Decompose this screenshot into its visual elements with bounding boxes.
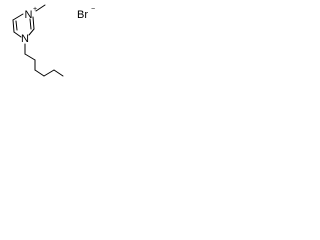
- bromide-charge: −: [91, 6, 95, 13]
- bond-ca-cb: [24, 53, 36, 61]
- bond-c5-n1: [13, 31, 22, 38]
- bond-n3-methyl: [35, 4, 46, 12]
- atom-n3-charge: +: [33, 6, 37, 13]
- molecule-drawing: N + N Br −: [12, 4, 95, 77]
- bond-n3-c2-double: [29, 18, 32, 30]
- bond-n3-c2: [32, 16, 35, 30]
- bonds: [12, 4, 64, 77]
- atom-n3-label: N: [25, 9, 33, 21]
- bond-ce-cf: [53, 69, 64, 77]
- bond-c4-c5: [12, 19, 15, 33]
- structure-canvas: N + N Br −: [0, 0, 106, 80]
- bond-cd-ce: [43, 69, 55, 77]
- bromide-label: Br: [77, 9, 88, 21]
- atom-n1-label: N: [21, 33, 29, 45]
- bond-c4-c5-double: [15, 20, 18, 31]
- bond-c2-n1: [28, 28, 35, 36]
- bond-cc-cd: [34, 69, 45, 77]
- bond-c4-n3: [12, 13, 24, 21]
